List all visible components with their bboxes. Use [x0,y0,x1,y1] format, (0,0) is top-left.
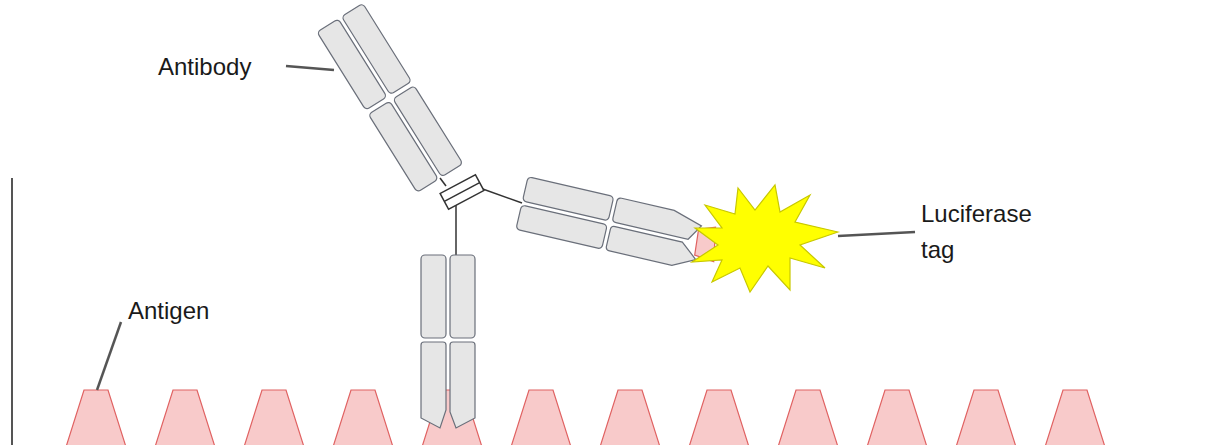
antigen-shape [689,390,749,445]
leader-lines [97,66,915,390]
antigen-shape [600,390,660,445]
surface-line [11,178,13,445]
antigen-row [66,390,1105,445]
fab-domain [393,86,463,177]
callout-label: Antigen [128,293,258,329]
antigen-shape [1045,390,1105,445]
fab-domain [342,3,412,94]
leader-line [838,232,915,236]
fc-domain [450,255,475,338]
fc-domain [421,255,446,338]
antibody-arm [516,177,723,275]
fc-domain [421,342,446,428]
hinge-line [455,205,457,255]
antigen-shape [244,390,304,445]
antigen-shape [778,390,838,445]
hinge-line [480,188,522,203]
antigen-shape [867,390,927,445]
disulfide-bond [440,175,484,210]
leader-line [97,322,121,390]
hinge-bonds [440,175,484,210]
antigen-shape [333,390,393,445]
hinge-line [440,178,446,186]
fab-domain [516,205,607,249]
fc-domain [450,342,475,428]
antibody-arm [317,3,463,192]
callout-label: Antibody [158,49,298,85]
disulfide-bond [444,183,479,202]
luciferase-burst [692,185,838,292]
leader-line [286,66,334,70]
antigen-shape [66,390,126,445]
antigen-shape [155,390,215,445]
antibody-stem [421,255,475,428]
antigen-shape [511,390,571,445]
fab-domain [606,226,699,271]
callout-label: Luciferase tag [921,196,1046,268]
antigen-shape [956,390,1016,445]
